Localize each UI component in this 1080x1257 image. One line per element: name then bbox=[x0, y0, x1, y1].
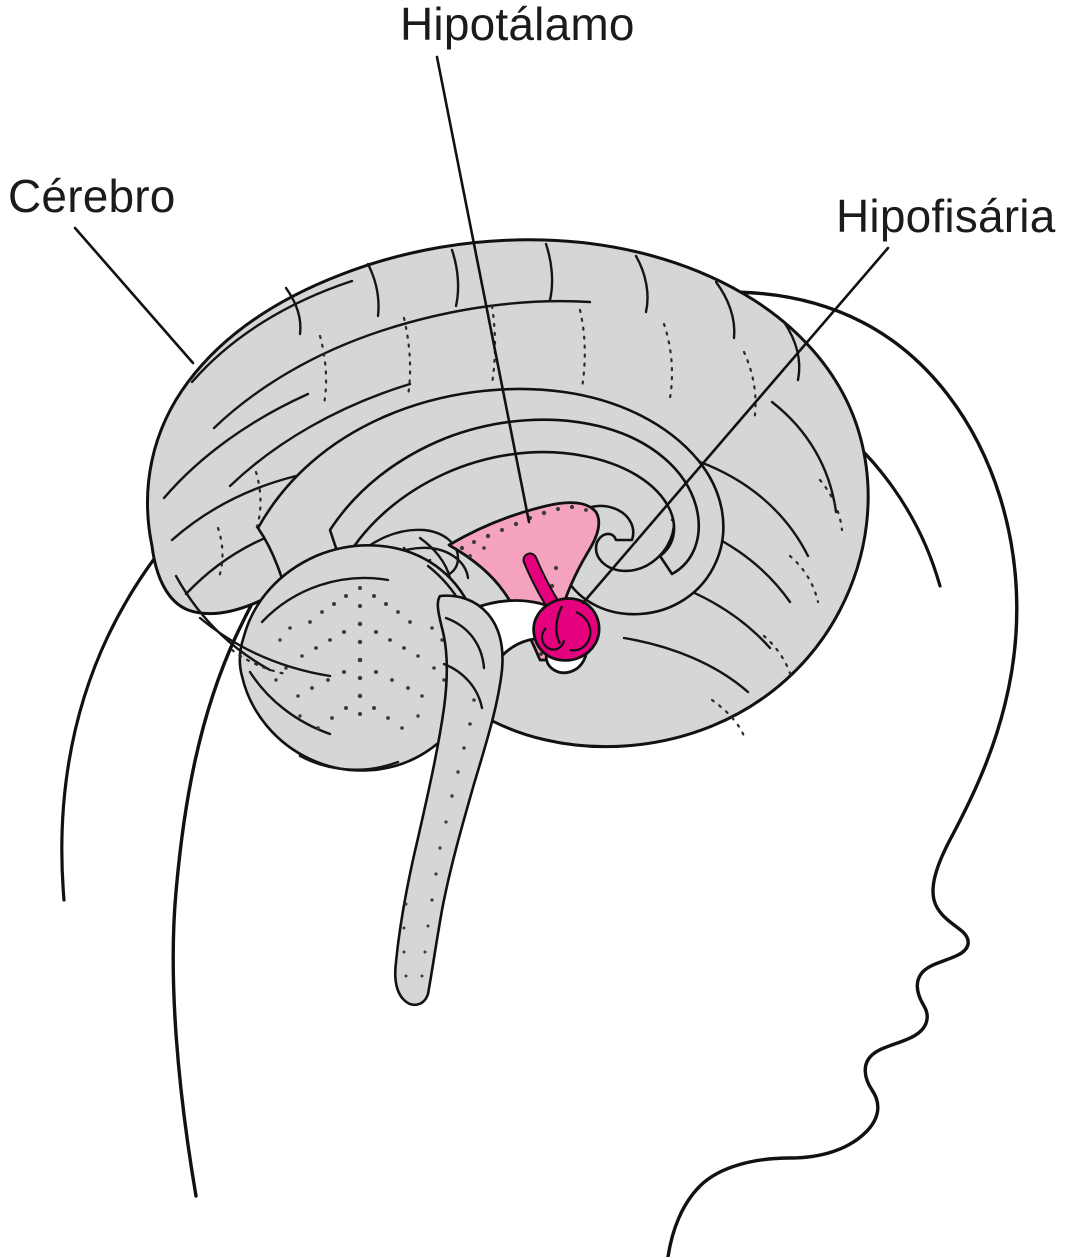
temporal-lobe bbox=[174, 574, 332, 678]
label-hipotalamo: Hipotálamo bbox=[400, 0, 635, 50]
cerebral-sulci bbox=[162, 242, 844, 738]
leader-line-cerebro bbox=[73, 226, 195, 365]
corpus-callosum bbox=[256, 387, 725, 630]
pituitary-lobe-divider bbox=[555, 605, 564, 645]
leader-line-hipofisaria bbox=[581, 246, 890, 605]
leader-line-hipotalamo bbox=[435, 55, 531, 524]
brainstem-stipple bbox=[402, 698, 476, 978]
brainstem bbox=[393, 594, 504, 1007]
labels-group: Cérebro Hipotálamo Hipofisária bbox=[8, 0, 1056, 242]
leader-lines bbox=[73, 55, 890, 605]
label-hipofisaria: Hipofisária bbox=[836, 190, 1056, 242]
pituitary-anterior-lobe bbox=[541, 627, 566, 651]
pituitary-posterior-lobe bbox=[569, 610, 592, 652]
arbor-vitae-stipple bbox=[274, 586, 446, 730]
label-cerebro: Cérebro bbox=[8, 170, 176, 222]
pituitary-complex bbox=[522, 552, 601, 662]
pituitary-gland bbox=[532, 597, 601, 662]
